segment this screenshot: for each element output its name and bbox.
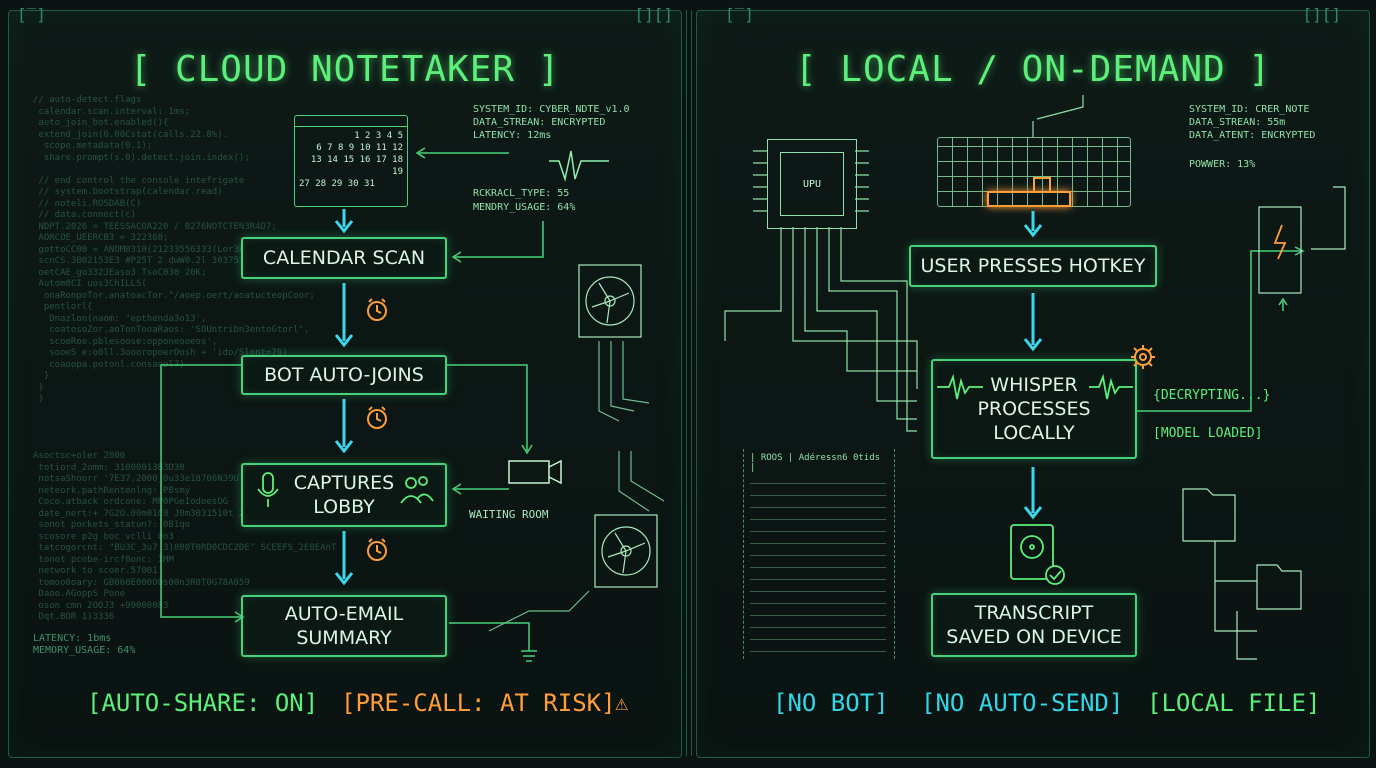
corner-bracket-icon: [‾]: [725, 5, 754, 24]
calendar-icon: 1 2 3 4 5 6 7 8 9 10 11 12 13 14 15 16 1…: [294, 115, 408, 207]
no-bot-tag: [NO BOT]: [773, 689, 889, 717]
no-auto-send-tag: [NO AUTO-SEND]: [921, 689, 1124, 717]
folder-icon: [1182, 488, 1302, 660]
calendar-row: 6 7 8 9 10 11 12: [316, 143, 403, 153]
keyboard-icon: [937, 137, 1131, 207]
system-info: SYSTEM_ID: CRER_NOTE DATA_STREAN: 55m DA…: [1189, 104, 1316, 170]
local-file-tag: [LOCAL FILE]: [1147, 689, 1321, 717]
fan-icon: [594, 514, 658, 588]
alarm-clock-icon: [367, 298, 387, 321]
whisper-processes-locally-box: WHISPER PROCESSES LOCALLY: [931, 359, 1137, 459]
bottom-stats: LATENCY: 1bms MEMORY_USAGE: 64%: [33, 633, 136, 656]
memory-table: | ROOS | Adéressn6 0tids |: [743, 449, 895, 659]
waiting-room-label: WAITING ROOM: [469, 508, 549, 521]
calendar-row: 13 14 15 16 17 18 19: [310, 155, 403, 177]
center-divider: [686, 10, 692, 756]
captures-lobby-box: CAPTURES LOBBY: [241, 463, 447, 527]
memory-table-rows: [750, 473, 886, 653]
people-icon: [400, 476, 434, 504]
server-icon: [1258, 186, 1346, 294]
gear-icon: [1131, 345, 1155, 369]
background-code: Asoctsc+oler 2000 totiord_2omm: 31000013…: [33, 451, 337, 622]
left-flow-diagram: [160, 147, 665, 662]
calendar-scan-box: CALENDAR SCAN: [241, 237, 447, 279]
corner-bracket-icon: [‾]: [17, 5, 46, 24]
alarm-clock-icon: [367, 406, 387, 429]
auto-email-summary-box: AUTO-EMAIL SUMMARY: [241, 595, 447, 657]
panel-title: [ LOCAL / ON-DEMAND ]: [794, 49, 1272, 90]
hard-drive-icon: [1010, 524, 1065, 585]
waveform-icon: [937, 373, 1133, 400]
local-on-demand-panel: [‾] [][] [ LOCAL / ON-DEMAND ] SYSTEM_ID…: [696, 5, 1370, 758]
panel-title: [ CLOUD NOTETAKER ]: [129, 49, 561, 90]
hotkey-key: [1033, 177, 1051, 193]
model-loaded-label: [MODEL LOADED]: [1153, 426, 1263, 441]
system-info: SYSTEM_ID: CYBER_NDTE_v1.0 DATA_STREAN: …: [473, 104, 630, 141]
background-code: // auto-detect.flags calendar.scan.inter…: [33, 95, 315, 404]
system-stats: RCKRACL_TYPE: 55 MENDRY_USAGE: 64%: [473, 188, 576, 213]
cable-lines: [488, 341, 665, 632]
auto-share-status-tag: [AUTO-SHARE: ON]: [87, 689, 319, 717]
warning-icon: ⚠: [615, 691, 629, 716]
pre-call-risk-tag: [PRE-CALL: AT RISK]: [341, 689, 616, 717]
fan-icon: [578, 264, 642, 338]
camera-icon: [508, 459, 562, 485]
cpu-chip-icon: UPU: [767, 139, 857, 229]
decrypting-label: {DECRYPTING...}: [1153, 388, 1271, 403]
alarm-clock-icon: [367, 538, 387, 561]
transcript-saved-box: TRANSCRIPT SAVED ON DEVICE: [931, 593, 1137, 657]
right-flow-diagram: [724, 95, 1346, 660]
corner-bracket-icon: [][]: [634, 5, 673, 24]
calendar-row: 1 2 3 4 5: [354, 131, 403, 141]
bot-auto-joins-box: BOT AUTO-JOINS: [241, 355, 447, 395]
user-presses-hotkey-box: USER PRESSES HOTKEY: [909, 245, 1157, 287]
microphone-icon: [257, 472, 279, 507]
circuit-traces: [724, 95, 1084, 432]
calendar-row: 27 28 29 30 31: [299, 179, 375, 189]
memory-table-header: | ROOS | Adéressn6 0tids |: [750, 453, 881, 473]
hotkey-key: [987, 191, 1071, 207]
flow-arrow-head: [334, 220, 354, 234]
cloud-notetaker-panel: [‾] [][] [ CLOUD NOTETAKER ] // auto-det…: [8, 5, 682, 758]
corner-bracket-icon: [][]: [1302, 5, 1341, 24]
